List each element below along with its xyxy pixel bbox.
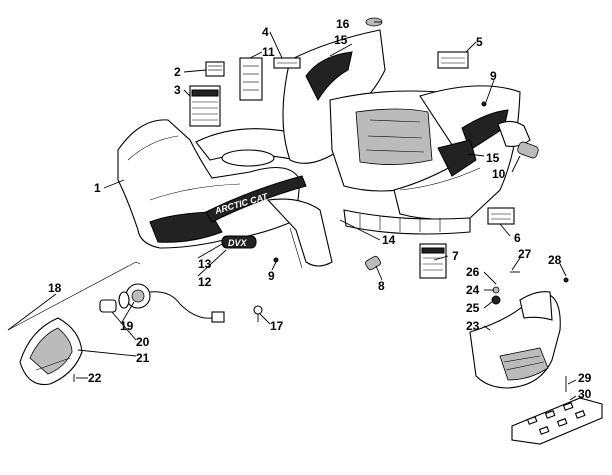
callout-3: 3 xyxy=(174,83,181,97)
callout-30: 30 xyxy=(578,387,592,401)
decal-3 xyxy=(189,85,221,127)
decal-2 xyxy=(205,61,225,77)
callout-10: 10 xyxy=(492,167,506,181)
callout-21: 21 xyxy=(136,351,150,365)
model-decal-text: DVX xyxy=(228,238,248,248)
callout-22: 22 xyxy=(88,371,102,385)
callout-11: 11 xyxy=(262,45,275,59)
callout-13: 13 xyxy=(198,257,212,271)
callout-14: 14 xyxy=(382,233,396,247)
callout-20: 20 xyxy=(136,335,150,349)
headlight-assembly xyxy=(7,261,225,386)
decal-11 xyxy=(239,57,263,101)
callout-26: 26 xyxy=(466,265,480,279)
leader-lines xyxy=(7,21,577,401)
decal-7 xyxy=(419,243,447,279)
callout-7: 7 xyxy=(452,249,459,263)
callout-16: 16 xyxy=(336,17,350,31)
decal-6 xyxy=(487,207,515,225)
callout-5: 5 xyxy=(476,35,483,49)
nut-25 xyxy=(491,295,501,305)
headlight-bulb xyxy=(99,299,117,313)
callout-18: 18 xyxy=(48,281,62,295)
callout-15-top: 15 xyxy=(334,33,348,47)
callout-12: 12 xyxy=(198,275,212,289)
footwell-assembly xyxy=(469,271,569,389)
callout-25: 25 xyxy=(466,301,480,315)
callout-19: 19 xyxy=(120,319,134,333)
callout-9-rear: 9 xyxy=(490,69,497,83)
callout-23: 23 xyxy=(466,319,480,333)
reflector-10 xyxy=(517,141,539,159)
headlight-socket xyxy=(118,283,151,309)
decal-4 xyxy=(273,57,301,69)
callout-27: 27 xyxy=(518,247,532,261)
callout-6: 6 xyxy=(514,231,521,245)
decal-5 xyxy=(437,51,469,69)
skid-plate xyxy=(511,376,603,445)
rivet-9-rear xyxy=(481,101,487,107)
callout-9-front: 9 xyxy=(268,269,275,283)
callout-8: 8 xyxy=(378,279,385,293)
callout-29: 29 xyxy=(578,371,592,385)
callout-labels: 1 2 3 4 5 6 7 8 9 9 10 11 12 13 14 15 15… xyxy=(48,17,592,401)
callout-15-side: 15 xyxy=(486,151,500,165)
callout-2: 2 xyxy=(174,65,181,79)
callout-28: 28 xyxy=(548,253,562,267)
front-body-panel: ARCTIC CAT DVX xyxy=(117,119,333,269)
rivet-9-front xyxy=(273,257,279,263)
callout-4: 4 xyxy=(262,25,269,39)
rear-body-panel xyxy=(282,29,531,235)
screw-17 xyxy=(253,305,263,322)
reflector-8 xyxy=(365,255,381,271)
callout-17: 17 xyxy=(270,319,284,333)
pin-28 xyxy=(563,277,569,283)
callout-24: 24 xyxy=(466,283,480,297)
callout-1: 1 xyxy=(94,181,101,195)
